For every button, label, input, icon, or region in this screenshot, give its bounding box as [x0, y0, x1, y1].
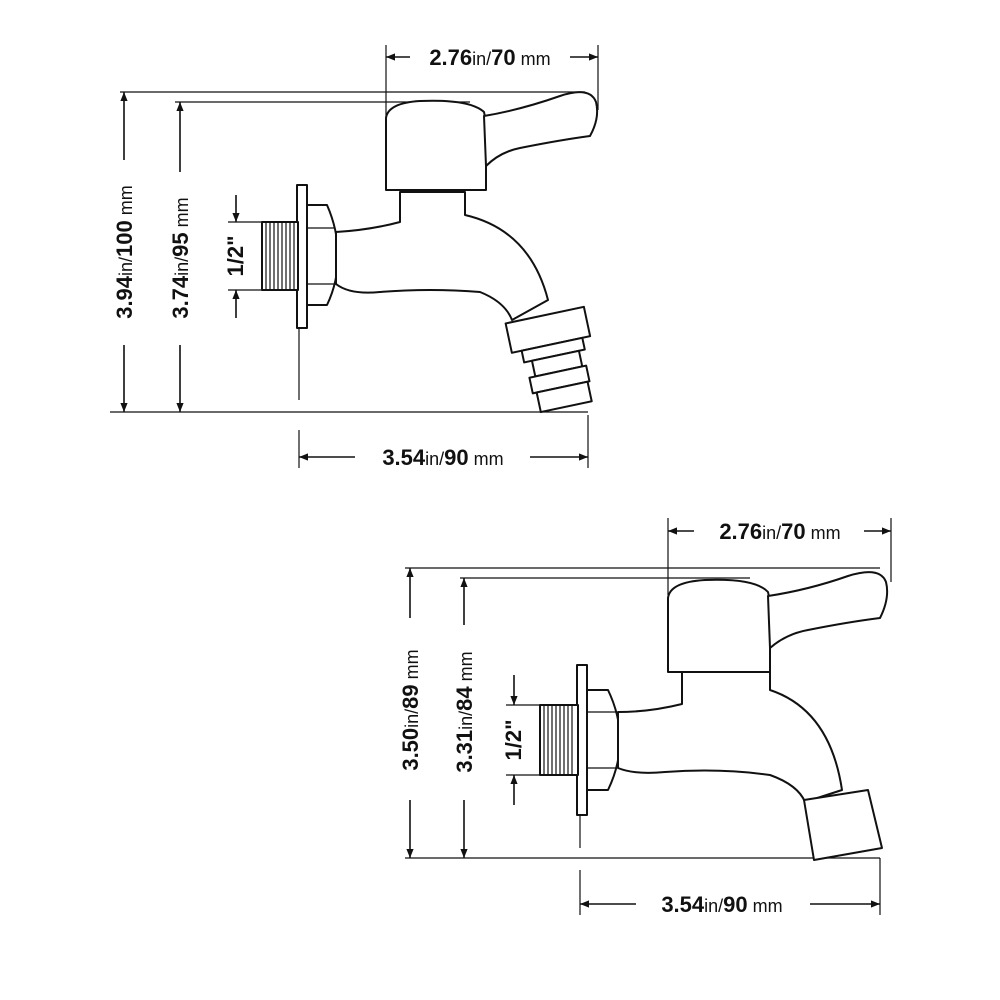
faucet-body — [617, 671, 843, 803]
dim-width-label: 2.76in/70 mm — [719, 519, 840, 544]
dim-height-outer-label: 3.50in/89 mm — [398, 649, 423, 770]
dim-depth-label: 3.54in/90 mm — [661, 892, 782, 917]
thread-size-label: 1/2" — [223, 235, 248, 276]
lever-handle — [767, 571, 889, 649]
faucet-plain-drawing: 2.76in/70 mm 3.50in/89 mm 3.31in/84 mm 1… — [398, 518, 892, 917]
hose-connector — [504, 305, 593, 414]
handle-cap — [667, 578, 771, 673]
dim-height-outer-label: 3.94in/100 mm — [112, 185, 137, 319]
thread-size-label: 1/2" — [501, 719, 526, 760]
lever-handle — [483, 91, 599, 167]
handle-cap — [385, 99, 487, 191]
hex-nut — [306, 204, 339, 306]
dim-height-inner-label: 3.74in/95 mm — [168, 197, 193, 318]
spout-nozzle — [803, 789, 883, 861]
dim-height-inner-label: 3.31in/84 mm — [452, 651, 477, 772]
dim-depth-label: 3.54in/90 mm — [382, 445, 503, 470]
faucet-hose-drawing: 2.76in/70 mm 3.94in/100 mm 3.74in/95 mm … — [110, 45, 599, 470]
hex-nut — [586, 689, 621, 791]
faucet-body — [335, 191, 549, 321]
threaded-inlet — [261, 221, 299, 291]
dim-width-label: 2.76in/70 mm — [429, 45, 550, 70]
